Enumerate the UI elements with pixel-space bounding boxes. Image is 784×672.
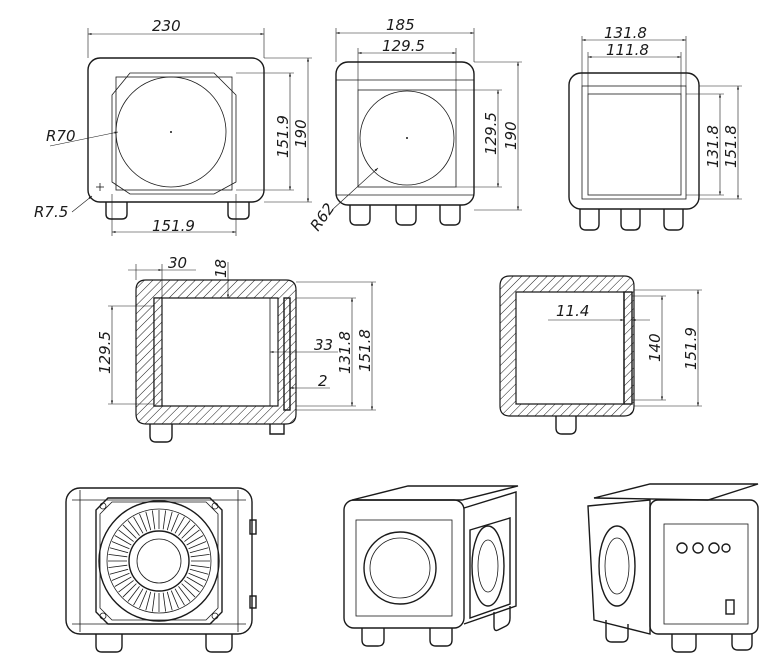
render-iso-front — [343, 485, 519, 647]
side-woofer-circle — [359, 90, 455, 186]
woofer-fin — [122, 583, 137, 598]
section-b-step-label: 11.4 — [556, 302, 589, 320]
woofer-fin — [139, 513, 148, 532]
section-a-depth-label: 33 — [314, 336, 333, 354]
woofer-fin — [186, 535, 204, 546]
side-inner-width-label: 129.5 — [382, 37, 425, 55]
rear-outer-width-label: 131.8 — [604, 24, 647, 42]
section-a-inner-label: 131.8 — [336, 331, 354, 374]
woofer-fin — [118, 580, 134, 593]
woofer-fin — [170, 590, 179, 609]
woofer-fin — [162, 510, 167, 530]
woofer-fin — [174, 516, 185, 534]
woofer-fin — [111, 572, 130, 581]
woofer-fin — [133, 588, 144, 606]
render-iso-rear — [587, 483, 759, 653]
side-view: 185 129.5 129.5 190 R62 — [307, 16, 522, 234]
woofer-fin — [145, 591, 152, 611]
section-a-offset-label: 30 — [168, 254, 187, 272]
woofer-fin — [166, 591, 173, 611]
section-b-opening-label: 140 — [646, 333, 664, 362]
side-inner-height-label: 129.5 — [482, 112, 500, 155]
section-a-gap-label: 2 — [318, 372, 328, 390]
woofer-fin — [118, 529, 134, 542]
woofer-fin — [188, 572, 207, 581]
woofer-fin — [151, 510, 156, 530]
rear-inner-width-label: 111.8 — [606, 41, 649, 59]
side-width-label: 185 — [386, 16, 415, 34]
section-view-a: 30 18 129.5 33 2 131.8 151.8 — [96, 254, 376, 443]
section-b-outer-label: 151.9 — [682, 327, 700, 370]
section-a-wall-label: 18 — [212, 259, 230, 278]
woofer-fin — [181, 583, 196, 598]
woofer-fin — [108, 564, 128, 569]
corner-radius-label: R7.5 — [34, 203, 68, 221]
woofer-radius-label: R70 — [46, 127, 76, 145]
rear-view: 131.8 111.8 131.8 151.8 — [568, 24, 742, 231]
side-height-label: 190 — [502, 121, 520, 150]
front-baffle-width-label: 151.9 — [152, 217, 195, 235]
woofer-fin — [178, 586, 191, 602]
woofer-fin — [190, 553, 210, 558]
woofer-fin — [188, 541, 207, 550]
woofer-fin — [111, 541, 130, 550]
woofer-fin — [145, 511, 152, 531]
woofer-fin — [181, 524, 196, 539]
woofer-fin — [127, 520, 140, 536]
woofer-fin — [162, 592, 167, 612]
woofer-fin — [186, 576, 204, 587]
woofer-fin — [114, 576, 132, 587]
woofer-fin — [139, 590, 148, 609]
front-baffle-height-label: 151.9 — [274, 115, 292, 158]
woofer-fin — [189, 568, 209, 575]
woofer-fin — [109, 568, 129, 575]
woofer-fin — [114, 535, 132, 546]
woofer-fin — [133, 516, 144, 534]
woofer-fin — [174, 588, 185, 606]
rear-outer-height-label: 151.8 — [722, 125, 740, 168]
woofer-fin — [108, 553, 128, 558]
woofer-fin — [184, 580, 200, 593]
woofer-fin — [122, 524, 137, 539]
rear-inner-height-label: 131.8 — [704, 125, 722, 168]
section-a-opening-label: 129.5 — [96, 331, 114, 374]
section-a-outer-label: 151.8 — [356, 329, 374, 372]
woofer-fin — [127, 586, 140, 602]
front-height-label: 190 — [292, 119, 310, 148]
woofer-fin — [190, 564, 210, 569]
woofer-radial-fins — [108, 510, 210, 612]
woofer-fin — [178, 520, 191, 536]
side-woofer-radius-label: R62 — [307, 200, 339, 235]
woofer-fin — [189, 547, 209, 554]
front-width-label: 230 — [152, 17, 181, 35]
woofer-fin — [166, 511, 173, 531]
section-view-b: 11.4 140 151.9 — [499, 275, 702, 435]
woofer-fin — [109, 547, 129, 554]
render-front-view — [65, 487, 257, 653]
front-view: 230 151.9 190 151.9 R70 R7.5 — [34, 17, 312, 236]
woofer-fin — [151, 592, 156, 612]
woofer-fin — [184, 529, 200, 542]
woofer-fin — [170, 513, 179, 532]
